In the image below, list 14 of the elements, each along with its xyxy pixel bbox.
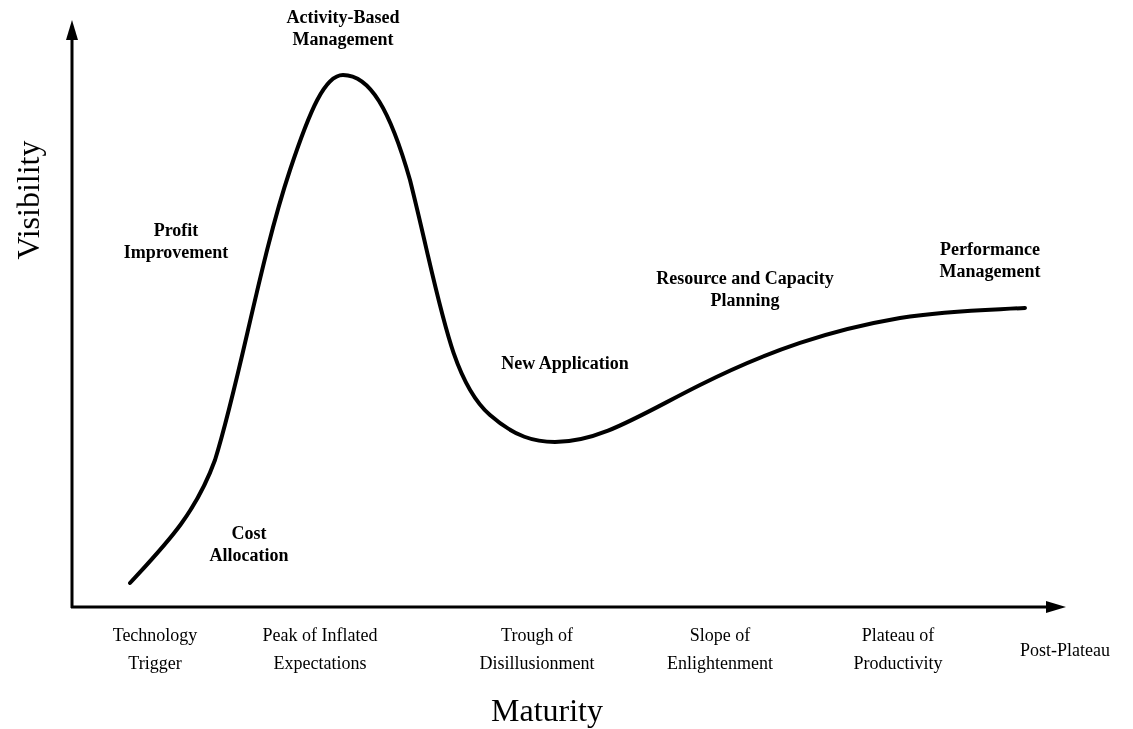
axis-title: Maturity	[491, 692, 603, 728]
curve-annotation: New Application	[501, 352, 629, 374]
phase-label: Technology Trigger	[111, 624, 199, 675]
curve-annotation: Profit Improvement	[122, 219, 230, 263]
phase-label: Post-Plateau	[1020, 639, 1110, 662]
curve-annotation: Activity-Based Management	[285, 6, 401, 50]
curve-annotation: Cost Allocation	[208, 522, 290, 566]
curve-annotation: Resource and Capacity Planning	[655, 267, 835, 311]
curve-annotation: Performance Management	[938, 238, 1042, 282]
phase-label: Slope of Enlightenment	[666, 624, 774, 675]
axis-title: Visibility	[10, 140, 46, 260]
phase-label: Trough of Disillusionment	[478, 624, 596, 675]
phase-label: Plateau of Productivity	[852, 624, 944, 675]
phase-label: Peak of Inflated Expectations	[261, 624, 379, 675]
